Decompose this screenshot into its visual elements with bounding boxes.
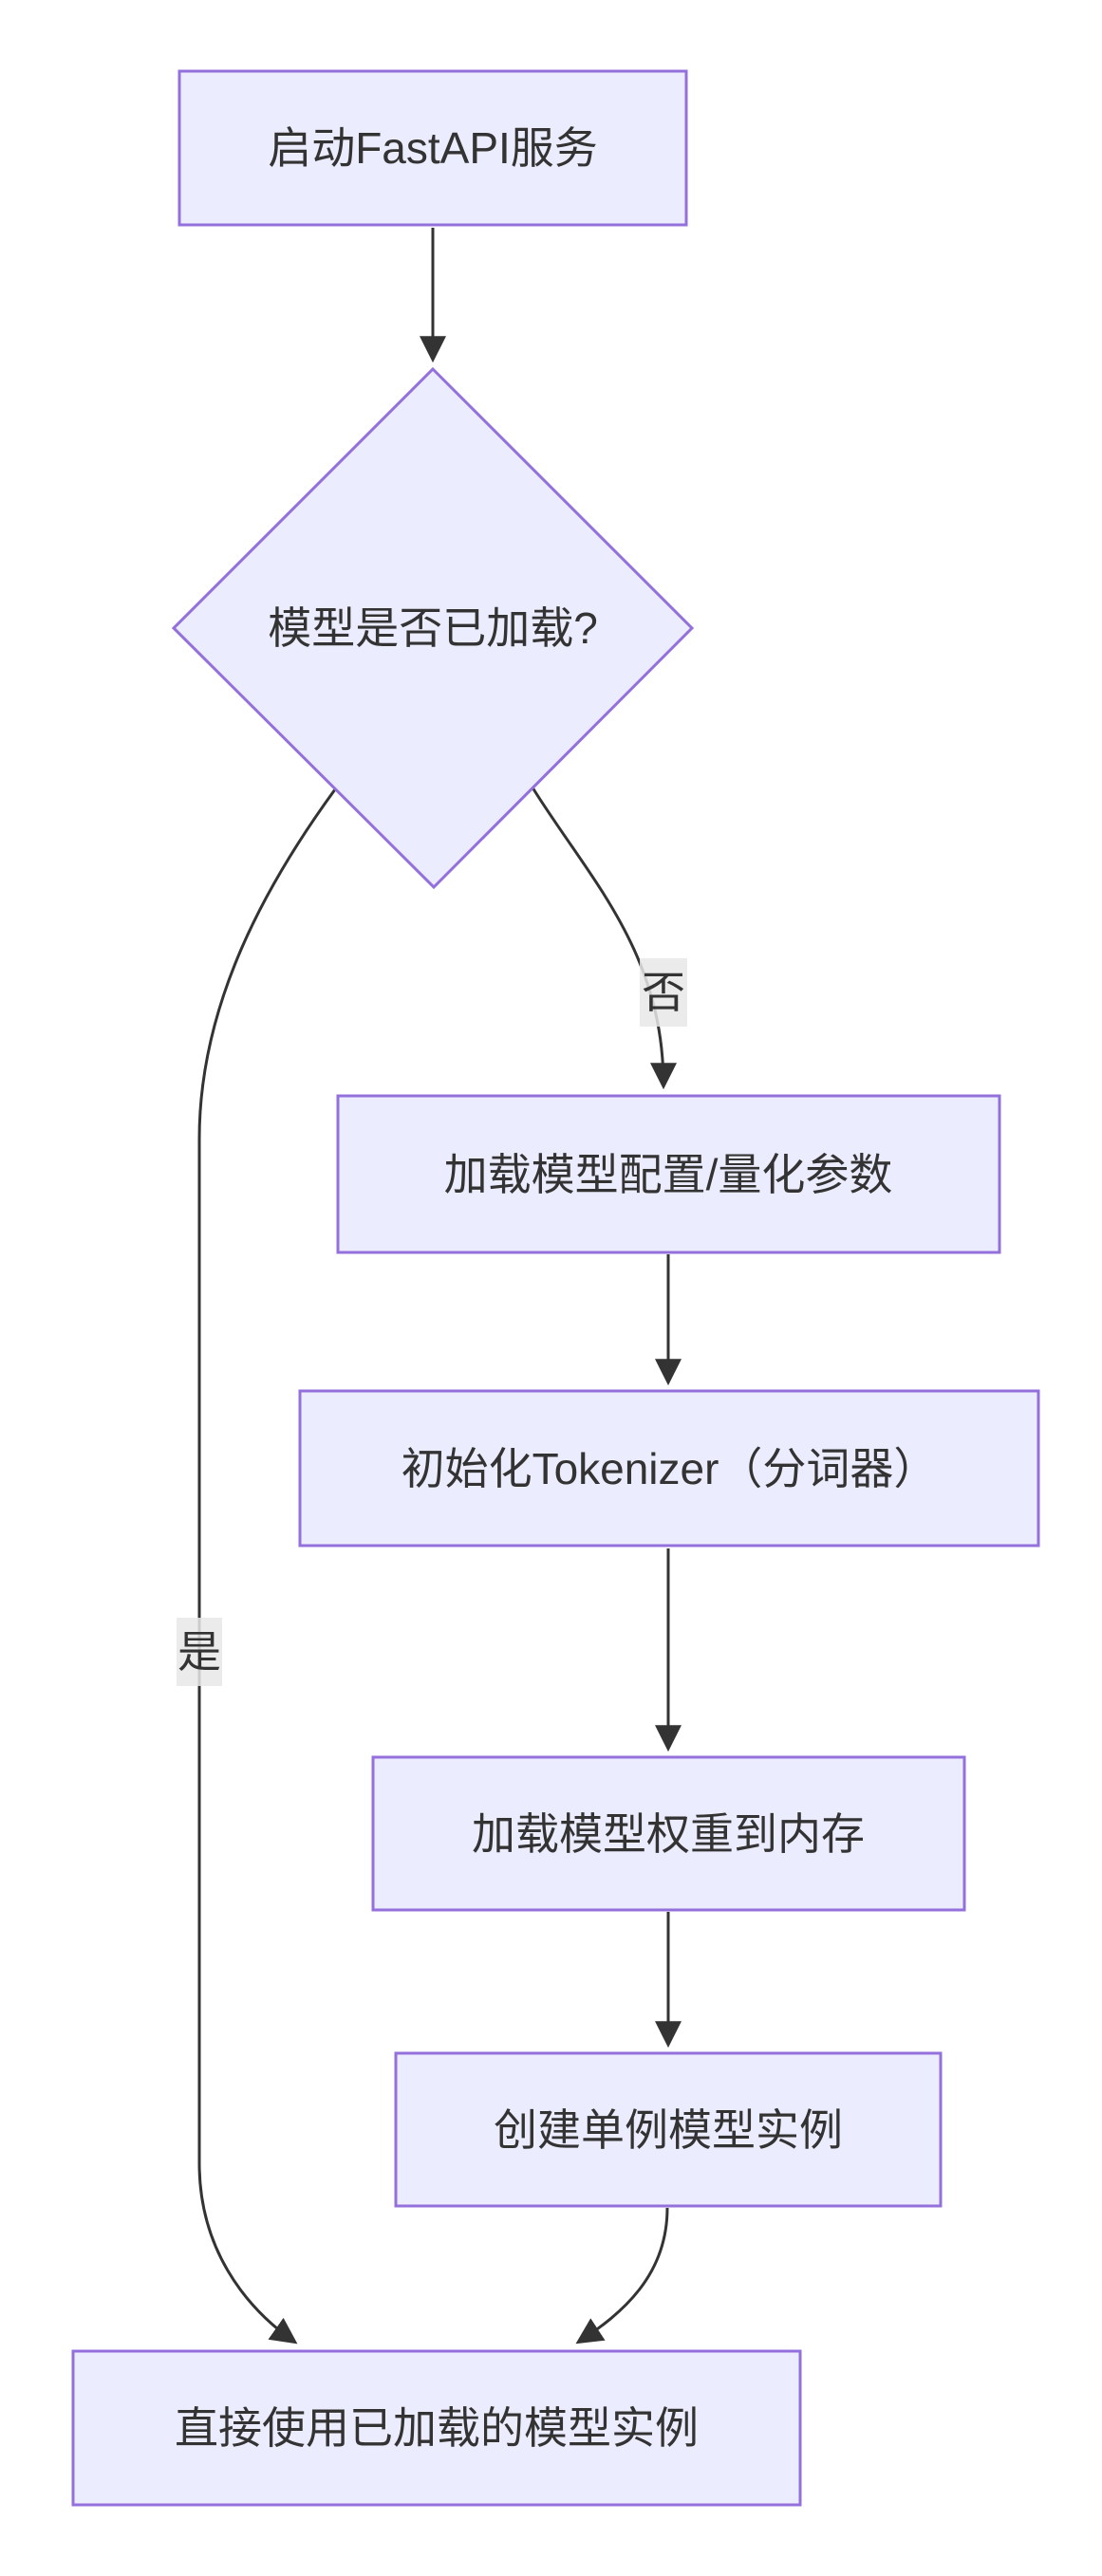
node-decision-diamond [171, 366, 695, 890]
node-decision-label: 模型是否已加载? [268, 603, 598, 653]
node-load-weights-label: 加载模型权重到内存 [472, 1809, 865, 1859]
node-load-config-label: 加载模型配置/量化参数 [444, 1150, 893, 1199]
node-create-singleton-box [394, 2051, 943, 2208]
node-init-tokenizer: 初始化Tokenizer（分词器） [298, 1389, 1040, 1547]
node-start-box [177, 69, 688, 227]
node-start: 启动FastAPI服务 [177, 69, 688, 227]
node-use-loaded: 直接使用已加载的模型实例 [71, 2349, 802, 2507]
node-use-loaded-box [71, 2349, 802, 2507]
edge-label-yes: 是 [177, 1627, 221, 1677]
node-decision: 模型是否已加载? [171, 366, 695, 890]
node-start-label: 启动FastAPI服务 [268, 123, 598, 173]
node-use-loaded-label: 直接使用已加载的模型实例 [175, 2403, 699, 2453]
node-create-singleton: 创建单例模型实例 [394, 2051, 943, 2208]
edge-labels-layer: 否 是 [177, 958, 687, 1686]
edges-layer [197, 228, 682, 2344]
edge-label-no-bg [640, 958, 687, 1027]
edge-decision-to-load-config [531, 787, 677, 1090]
node-create-singleton-label: 创建单例模型实例 [494, 2105, 843, 2155]
edge-label-yes-bg [177, 1618, 222, 1686]
node-init-tokenizer-label: 初始化Tokenizer（分词器） [402, 1444, 938, 1493]
edge-decision-to-use-loaded [197, 788, 337, 2344]
edge-label-no: 否 [642, 968, 685, 1017]
node-load-config-box [336, 1094, 1001, 1254]
node-load-weights-box [371, 1755, 966, 1912]
edge-create-singleton-to-use-loaded [575, 2207, 669, 2344]
node-load-config: 加载模型配置/量化参数 [336, 1094, 1001, 1254]
node-init-tokenizer-box [298, 1389, 1040, 1547]
nodes-layer: 启动FastAPI服务 模型是否已加载? 加载模型配置/量化参数 初始化Toke… [71, 69, 1040, 2507]
node-load-weights: 加载模型权重到内存 [371, 1755, 966, 1912]
